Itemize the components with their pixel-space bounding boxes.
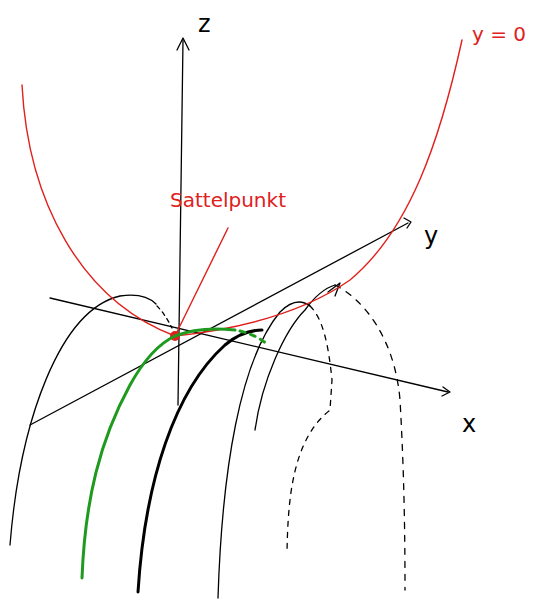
green-curve-hidden [240,331,268,345]
tangent-line [175,228,228,336]
green-curve [82,329,235,578]
axis-label: y [424,224,438,248]
axis-label: z [198,12,211,36]
parabola-bold [138,330,262,592]
z-axis [178,40,183,405]
x-axis [50,298,448,392]
x-arrowhead [442,387,450,396]
z-arrowhead [177,38,189,50]
parabola-hidden [335,285,405,590]
parabola-hidden [157,306,172,328]
parabola [255,285,335,430]
curve-label: y = 0 [472,24,526,44]
point-label: Sattelpunkt [170,190,286,210]
parabola [218,302,310,598]
y-axis [30,223,408,425]
parabola-hidden [287,306,332,552]
y-arrowhead [404,218,411,228]
axis-label: x [462,412,476,436]
saddle-curve [22,40,462,336]
parabola [10,295,156,545]
